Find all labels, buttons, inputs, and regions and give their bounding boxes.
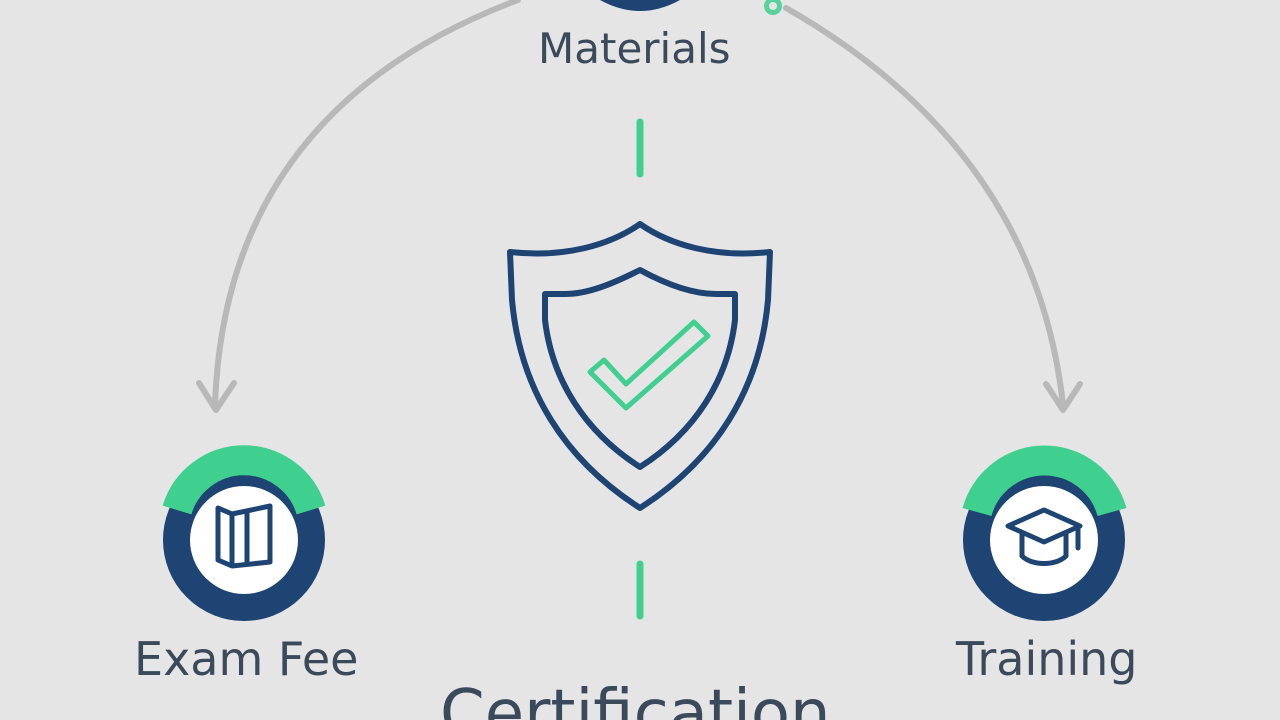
arrow-materials-to-training bbox=[783, 5, 1066, 408]
arrow-materials-to-exam-fee bbox=[212, 0, 521, 408]
training-ring-accent bbox=[962, 445, 1127, 517]
shield-check-icon bbox=[507, 221, 773, 511]
shield-outer bbox=[507, 221, 773, 511]
materials-node-ring bbox=[600, 0, 680, 11]
arrow-head-exam-fee bbox=[196, 380, 237, 413]
exam-fee-label: Exam Fee bbox=[134, 632, 359, 686]
book-icon bbox=[215, 503, 273, 569]
exam-fee-inner bbox=[190, 486, 298, 594]
arrow-head-training bbox=[1043, 381, 1083, 413]
shield-inner bbox=[542, 267, 738, 470]
certification-label: Certification bbox=[440, 677, 831, 720]
materials-icon bbox=[764, 0, 782, 15]
exam-fee-ring-accent bbox=[162, 445, 326, 515]
training-label: Training bbox=[956, 632, 1138, 686]
training-node bbox=[962, 445, 1127, 621]
materials-node bbox=[600, 0, 782, 15]
exam-fee-node bbox=[162, 445, 326, 621]
check-mark bbox=[587, 319, 711, 411]
materials-label: Materials bbox=[538, 24, 731, 73]
graduation-cap-icon bbox=[1005, 507, 1083, 566]
